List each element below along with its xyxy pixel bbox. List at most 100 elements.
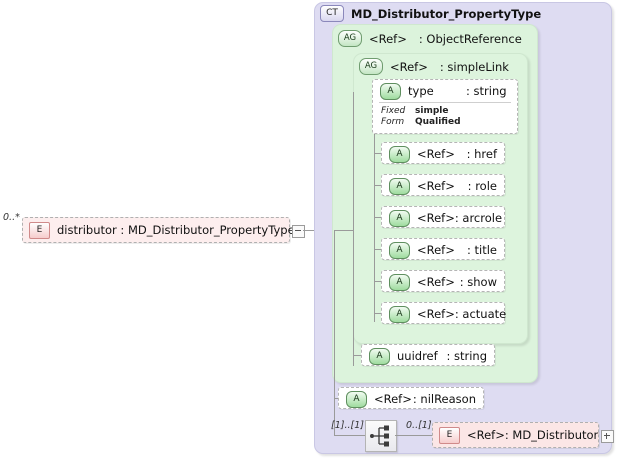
facet-form: Form Qualified: [381, 117, 509, 128]
facet-fixed: Fixed simple: [381, 106, 509, 117]
attribute-actuate-label: actuate: [462, 307, 507, 321]
connector-attr-actuate: [374, 313, 382, 314]
child-element-box[interactable]: E <Ref> : MD_Distributor: [432, 422, 599, 448]
attribute-type-row: A type : string: [373, 80, 517, 102]
attribute-nilreason-sep: :: [412, 392, 417, 406]
attribute-href-box[interactable]: A <Ref> : href: [381, 142, 505, 164]
attribute-icon: A: [389, 177, 410, 195]
attribute-role-box[interactable]: A <Ref> : role: [381, 174, 505, 196]
child-element-sep: :: [504, 428, 509, 442]
attribute-uuidref-row: A uuidref : string: [362, 345, 494, 367]
attribute-arcrole-sep: :: [454, 211, 459, 225]
attribute-nilreason-row: A <Ref> : nilReason: [339, 388, 483, 410]
sequence-cardinality: [1]..[1]: [331, 420, 364, 431]
child-element-ref-text: <Ref>: [467, 428, 505, 442]
attribute-title-ref: <Ref>: [417, 243, 455, 257]
connector-simplelink-trunk: [374, 92, 375, 322]
attribute-arcrole-box[interactable]: A <Ref> : arcrole: [381, 206, 505, 228]
connector-attr-show: [374, 281, 382, 282]
connector-attr-role: [374, 185, 382, 186]
attribute-href-label: href: [474, 147, 497, 161]
attributegroup-simplelink-header: AG <Ref>: simpleLink: [359, 58, 509, 75]
connector-ct-trunk: [334, 230, 335, 435]
connector-objectreference-trunk: [353, 92, 354, 366]
attribute-href-name: : href: [467, 147, 497, 161]
attributegroup-simplelink-name: simpleLink: [447, 59, 509, 74]
attribute-show-sep: :: [459, 275, 464, 289]
root-cardinality: 0..*: [3, 212, 20, 223]
attributegroup-simplelink-title: <Ref>: simpleLink: [390, 60, 509, 74]
complextype-header: CT MD_Distributor_PropertyType: [320, 5, 541, 22]
attribute-icon: A: [389, 305, 410, 323]
attribute-icon: A: [369, 347, 390, 365]
attribute-icon: A: [389, 209, 410, 227]
child-element-expand-toggle[interactable]: [601, 430, 614, 443]
facet-fixed-value: simple: [415, 106, 449, 116]
attribute-show-ref: <Ref>: [417, 275, 455, 289]
sequence-glyph: [370, 425, 389, 447]
attribute-role-ref: <Ref>: [417, 179, 455, 193]
attribute-type-box[interactable]: A type : string Fixed simple Form Qualif…: [372, 79, 518, 134]
element-icon: E: [439, 426, 460, 444]
attribute-nilreason-ref: <Ref>: [374, 392, 412, 406]
attribute-title-sep: :: [466, 243, 471, 257]
attribute-show-box[interactable]: A <Ref> : show: [381, 270, 505, 292]
attribute-arcrole-row: A <Ref> : arcrole: [382, 207, 504, 229]
attribute-icon: A: [389, 145, 410, 163]
connector-attr-href: [374, 153, 382, 154]
facet-fixed-key: Fixed: [381, 106, 406, 116]
attribute-type-datatype: : string: [466, 84, 507, 98]
sequence-icon[interactable]: [365, 420, 397, 452]
attribute-nilreason-box[interactable]: A <Ref> : nilReason: [338, 387, 484, 409]
attributegroup-objectreference-title: <Ref>: ObjectReference: [369, 32, 522, 46]
attribute-actuate-ref: <Ref>: [417, 307, 455, 321]
root-collapse-toggle[interactable]: [292, 225, 305, 238]
attributegroup-icon: AG: [359, 58, 383, 75]
attributegroup-icon: AG: [338, 30, 362, 47]
child-element-cardinality: 0..[1]: [406, 420, 432, 431]
attribute-role-label: role: [475, 179, 497, 193]
attribute-title-row: A <Ref> : title: [382, 239, 504, 261]
connector-attr-uuidref: [353, 355, 362, 356]
attribute-uuidref-typename: string: [453, 349, 487, 363]
connector-attr-arcrole: [374, 217, 382, 218]
root-element-box[interactable]: E distributor : MD_Distributor_PropertyT…: [22, 217, 295, 243]
attribute-title-label: title: [474, 243, 497, 257]
attributegroup-objectreference-name: ObjectReference: [426, 31, 522, 46]
attributegroup-simplelink-ref: <Ref>: [390, 59, 428, 74]
attribute-icon: A: [346, 390, 367, 408]
attribute-title-box[interactable]: A <Ref> : title: [381, 238, 505, 260]
attributegroup-objectreference-header: AG <Ref>: ObjectReference: [338, 30, 522, 47]
attributegroup-simplelink-sep: :: [439, 59, 444, 74]
attribute-actuate-box[interactable]: A <Ref> : actuate: [381, 302, 507, 324]
attribute-icon: A: [389, 241, 410, 259]
attribute-arcrole-name: : arcrole: [455, 211, 502, 225]
attribute-type-name: type: [408, 84, 434, 98]
attribute-href-sep: :: [466, 147, 471, 161]
child-element-ref: <Ref>: [467, 428, 505, 442]
attributegroup-objectreference-sep: :: [418, 31, 423, 46]
complextype-title: MD_Distributor_PropertyType: [351, 6, 542, 21]
child-element-label: MD_Distributor: [512, 428, 599, 442]
attribute-uuidref-box[interactable]: A uuidref : string: [361, 344, 495, 366]
connector-attr-title: [374, 249, 382, 250]
connector-sequence-to-child: [395, 435, 433, 436]
attribute-role-sep: :: [467, 179, 472, 193]
attribute-type-facets: Fixed simple Form Qualified: [379, 102, 511, 132]
attribute-role-row: A <Ref> : role: [382, 175, 504, 197]
attribute-nilreason-label: nilReason: [420, 392, 476, 406]
attribute-show-name: : show: [460, 275, 497, 289]
attributegroup-objectreference-ref: <Ref>: [369, 31, 407, 46]
attribute-type-typename: string: [473, 84, 507, 98]
attribute-actuate-sep: :: [454, 307, 459, 321]
child-element-name: : MD_Distributor: [505, 428, 598, 442]
attribute-href-ref: <Ref>: [417, 147, 455, 161]
attribute-show-label: show: [467, 275, 497, 289]
attribute-type-sep: :: [466, 84, 470, 98]
attribute-role-name: : role: [468, 179, 497, 193]
facet-form-value: Qualified: [415, 117, 461, 127]
facet-form-key: Form: [381, 117, 405, 127]
attribute-show-row: A <Ref> : show: [382, 271, 504, 293]
complextype-icon: CT: [320, 5, 344, 22]
